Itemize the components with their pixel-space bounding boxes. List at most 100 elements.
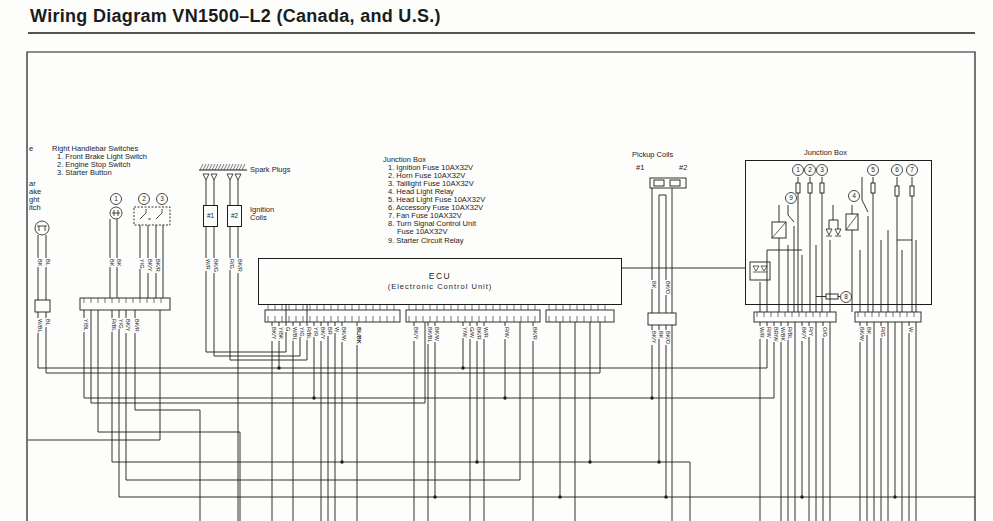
part-label: 7. Fan Fuse 10AX32V — [388, 212, 462, 220]
wire-color-code: Y/BK — [277, 326, 283, 341]
wire-color-code: G — [284, 326, 290, 332]
connector-pins — [549, 305, 605, 310]
wire — [28, 310, 160, 440]
wire-color-code: W — [333, 326, 339, 333]
spark-plug-symbol — [203, 174, 209, 180]
connector — [35, 300, 50, 312]
callout-circle — [805, 165, 816, 176]
wire-color-code: BK — [865, 326, 871, 335]
wire — [230, 180, 231, 205]
wire-connector — [206, 227, 286, 352]
wire-color-code: O/G — [821, 326, 827, 338]
connector — [648, 313, 676, 325]
junction-dot — [475, 460, 478, 463]
wire — [533, 322, 534, 521]
wire — [860, 322, 861, 521]
wire — [293, 322, 294, 521]
wire — [119, 310, 975, 497]
wire-color-code: BK/Y — [146, 258, 152, 273]
wire-color-code: BK/W — [433, 326, 439, 342]
callout-number: 3 — [820, 167, 824, 174]
box-subtitle: (Electronic Control Unit) — [388, 283, 493, 291]
wire — [214, 180, 215, 205]
wire-color-code: G/W — [468, 326, 474, 339]
diode-symbol — [753, 266, 767, 272]
wire — [321, 322, 322, 521]
part-label: e — [29, 145, 33, 153]
wire — [414, 322, 415, 521]
wire-color-code: BK/W — [340, 326, 346, 342]
junction-dot — [277, 366, 280, 369]
wire — [809, 322, 810, 521]
wire — [822, 177, 823, 312]
wire-color-code: BK — [650, 280, 656, 289]
part-label: Ignition Coils — [250, 206, 286, 223]
wire — [470, 322, 471, 521]
wire — [135, 310, 200, 521]
wire — [779, 205, 794, 312]
part-label: Junction Box — [383, 156, 426, 164]
wire-color-code: BK/R — [133, 318, 139, 333]
connector-pins — [268, 305, 394, 310]
wire-color-code: BK/G — [212, 258, 218, 273]
switch-contact — [37, 226, 47, 231]
connector-pins — [84, 298, 161, 303]
wire-color-code: BK/R — [475, 326, 481, 341]
wire-color-code: BL — [44, 318, 50, 327]
wire-color-code: W/BK — [779, 326, 785, 342]
callout-number: 2 — [808, 167, 812, 174]
part-label: Pickup Coils — [632, 151, 673, 159]
wire — [38, 312, 767, 368]
wire — [798, 177, 799, 312]
wire-color-code: BK/Y — [124, 318, 130, 333]
wire — [328, 322, 329, 521]
wire — [84, 310, 774, 398]
callout-circle — [841, 292, 852, 303]
fuse-symbol — [826, 294, 838, 299]
connector-pins — [757, 312, 827, 317]
wire — [477, 322, 478, 462]
callout-circle — [139, 194, 150, 205]
wire — [829, 205, 838, 229]
wire — [909, 322, 910, 521]
part-label: Spark Plugs — [250, 166, 290, 174]
switch-contact — [112, 210, 120, 216]
box-title: #1 — [207, 212, 214, 219]
connector — [406, 310, 540, 322]
junction-dot — [433, 495, 436, 498]
wire — [342, 322, 343, 462]
wire-color-code: Y/W — [461, 326, 467, 338]
wire-color-code: R/BL — [786, 326, 792, 340]
wire-color-code: BK — [108, 258, 114, 267]
wire-color-code: BK/W — [858, 326, 864, 342]
wire-color-code: BK/O — [664, 330, 670, 345]
callout-number: 7 — [910, 167, 914, 174]
wire-color-code: W/R — [204, 258, 210, 271]
part-label: ght — [29, 196, 39, 204]
callout-circle — [111, 194, 122, 205]
wire-color-code: W/R — [758, 326, 764, 339]
callout-circle — [868, 165, 879, 176]
junction-dot — [657, 460, 660, 463]
wire — [802, 322, 803, 497]
wire-color-code: BL — [44, 258, 50, 267]
wire — [38, 235, 46, 300]
callout-number: 4 — [852, 193, 856, 200]
wire — [560, 322, 561, 497]
callout-number: 1 — [114, 196, 118, 203]
callout-number: 8 — [844, 294, 848, 301]
callout-number: 2 — [142, 196, 146, 203]
connector-pins — [409, 305, 535, 310]
wire-color-code: R/Y — [807, 326, 813, 337]
switch-housing — [134, 207, 170, 225]
junction-dot — [800, 495, 803, 498]
pickup-coil-symbol — [670, 180, 680, 186]
connector — [855, 312, 921, 322]
wire-color-code: BR/W — [772, 326, 778, 342]
wire — [816, 296, 840, 297]
box-title: ECU — [429, 272, 451, 281]
wire — [652, 325, 672, 521]
junction-box: Junction Box — [745, 160, 932, 305]
